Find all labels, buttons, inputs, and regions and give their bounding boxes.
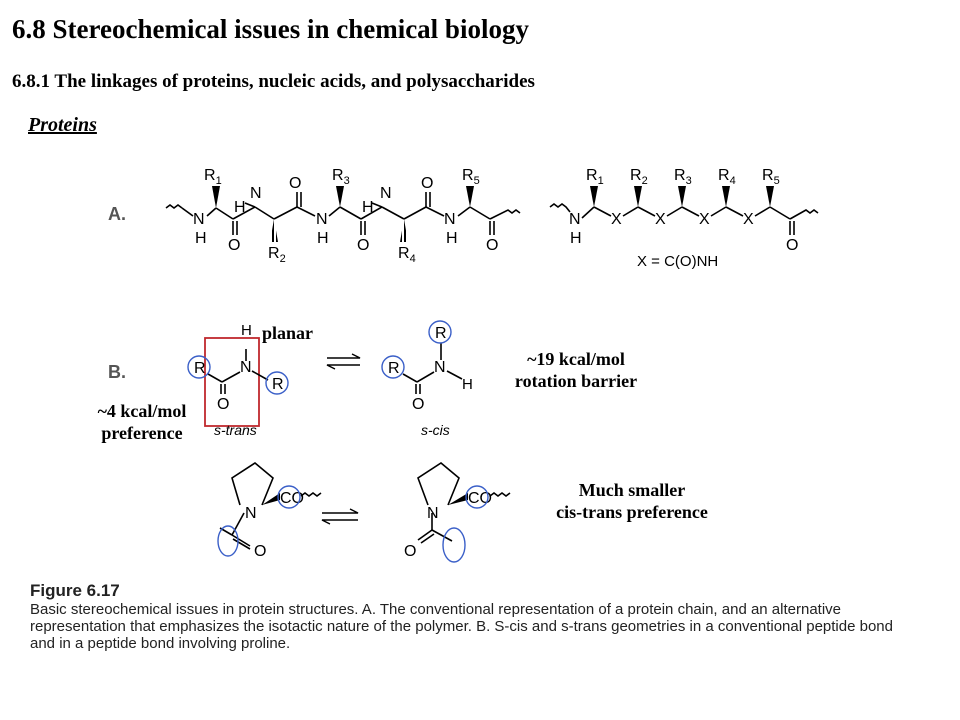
- svg-text:R2: R2: [630, 167, 648, 187]
- svg-text:N: N: [427, 505, 439, 522]
- svg-text:N: N: [245, 505, 257, 522]
- s-trans-label: s-trans: [214, 422, 257, 438]
- svg-text:R5: R5: [762, 167, 780, 187]
- highlight-circle: [277, 485, 301, 509]
- svg-text:O: O: [228, 237, 240, 254]
- svg-text:N: N: [193, 211, 205, 228]
- svg-text:H: H: [317, 230, 329, 247]
- svg-text:O: O: [412, 396, 424, 413]
- svg-text:R5: R5: [462, 167, 480, 187]
- svg-text:H: H: [570, 230, 582, 247]
- svg-text:O: O: [404, 543, 416, 560]
- figure-label: Figure 6.17: [30, 581, 120, 600]
- svg-text:H: H: [446, 230, 458, 247]
- highlight-circle: [465, 485, 489, 509]
- svg-text:R4: R4: [398, 245, 416, 265]
- page-title: 6.8 Stereochemical issues in chemical bi…: [12, 14, 529, 44]
- svg-text:N: N: [444, 211, 456, 228]
- s-cis-label: s-cis: [421, 422, 450, 438]
- svg-text:O: O: [217, 396, 229, 413]
- svg-text:O: O: [289, 175, 301, 192]
- panel-a-conventional-chain: A.: [108, 167, 521, 265]
- svg-text:O: O: [357, 237, 369, 254]
- svg-text:N: N: [240, 359, 252, 376]
- equilibrium-arrow: [321, 508, 359, 525]
- svg-text:R1: R1: [586, 167, 604, 187]
- svg-text:R: R: [435, 325, 447, 342]
- planar-amide-box: [204, 337, 260, 427]
- panel-a-isotactic-chain: N H X X X X O R1 R2 R3 R4 R5 X = C(O)NH: [549, 167, 819, 270]
- x-definition: X = C(O)NH: [637, 253, 718, 270]
- svg-text:X: X: [655, 211, 666, 228]
- panel-b-proline: N O CO N O CO: [217, 462, 511, 563]
- equilibrium-arrow: [326, 353, 361, 370]
- svg-text:N: N: [250, 185, 262, 202]
- section-subtitle: 6.8.1 The linkages of proteins, nucleic …: [12, 71, 535, 92]
- svg-text:H: H: [241, 322, 252, 339]
- rotation-barrier-annotation: ~19 kcal/mol rotation barrier: [514, 349, 638, 391]
- svg-text:H: H: [234, 199, 246, 216]
- caption-text: Basic stereochemical issues in protein s…: [30, 601, 893, 652]
- svg-text:H: H: [195, 230, 207, 247]
- svg-text:N: N: [569, 211, 581, 228]
- svg-text:N: N: [380, 185, 392, 202]
- highlight-circle: [187, 355, 211, 379]
- svg-text:R: R: [272, 376, 284, 393]
- svg-text:R: R: [194, 360, 206, 377]
- highlight-circle: [442, 527, 466, 563]
- figure-caption: Figure 6.17 Basic stereochemical issues …: [30, 582, 910, 652]
- svg-text:R: R: [388, 360, 400, 377]
- highlight-circle: [428, 320, 452, 344]
- subsection-heading: Proteins: [28, 114, 97, 136]
- svg-text:R3: R3: [332, 167, 350, 187]
- svg-text:X: X: [699, 211, 710, 228]
- svg-text:N: N: [316, 211, 328, 228]
- highlight-circle: [381, 355, 405, 379]
- svg-text:R2: R2: [268, 245, 286, 265]
- panel-a-label: A.: [108, 204, 126, 224]
- svg-text:O: O: [786, 237, 798, 254]
- svg-text:H: H: [362, 199, 374, 216]
- preference-annotation: ~4 kcal/mol preference: [97, 401, 187, 443]
- svg-text:N: N: [434, 359, 446, 376]
- svg-text:O: O: [254, 543, 266, 560]
- panel-b-peptide-bond: B. H N O R R s-trans R: [108, 320, 473, 438]
- svg-text:R4: R4: [718, 167, 736, 187]
- svg-text:H: H: [462, 376, 473, 393]
- highlight-circle: [265, 371, 289, 395]
- svg-text:O: O: [486, 237, 498, 254]
- proline-annotation: Much smaller cis-trans preference: [556, 480, 708, 522]
- svg-text:O: O: [421, 175, 433, 192]
- svg-text:R1: R1: [204, 167, 222, 187]
- planar-annotation: planar: [262, 323, 314, 343]
- svg-text:X: X: [743, 211, 754, 228]
- panel-b-label: B.: [108, 362, 126, 382]
- svg-text:R3: R3: [674, 167, 692, 187]
- highlight-circle: [217, 525, 239, 557]
- svg-text:X: X: [611, 211, 622, 228]
